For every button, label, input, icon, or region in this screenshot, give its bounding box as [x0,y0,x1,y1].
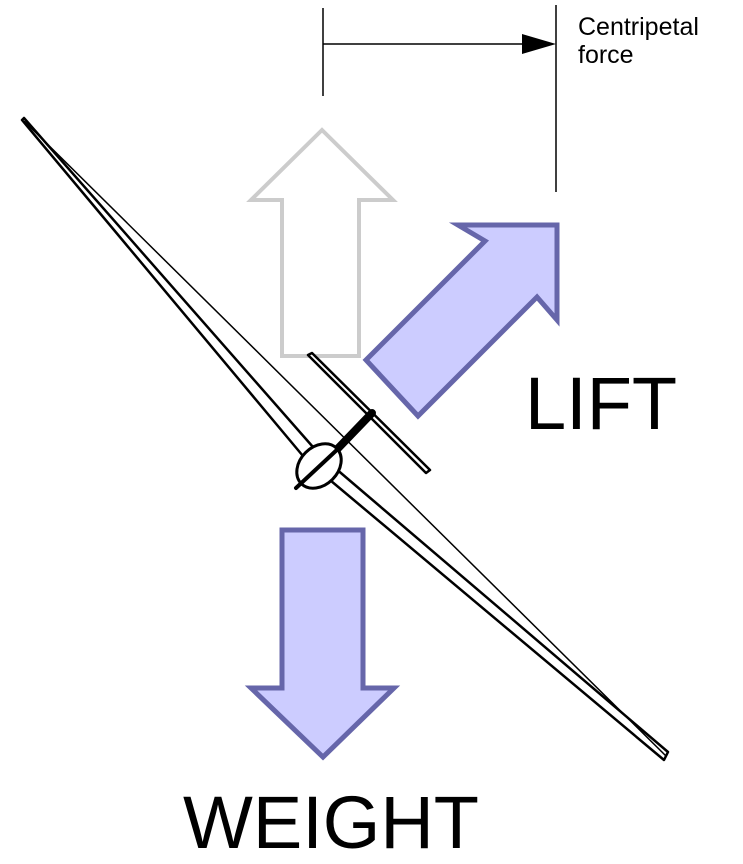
centripetal-force-dimension [322,5,557,192]
centripetal-label-line1: Centripetal [578,13,699,41]
glider-nose-line [294,445,342,490]
lift-label: LIFT [525,362,678,445]
glider-icon [20,116,670,762]
centripetal-arrowhead-icon [522,34,556,54]
weight-arrow [244,527,401,761]
lift-vertical-component-arrow [246,127,398,358]
lift-arrow [362,222,560,420]
centripetal-force-label: Centripetal force [578,13,699,69]
weight-label: WEIGHT [183,781,479,864]
centripetal-label-line2: force [578,41,634,69]
